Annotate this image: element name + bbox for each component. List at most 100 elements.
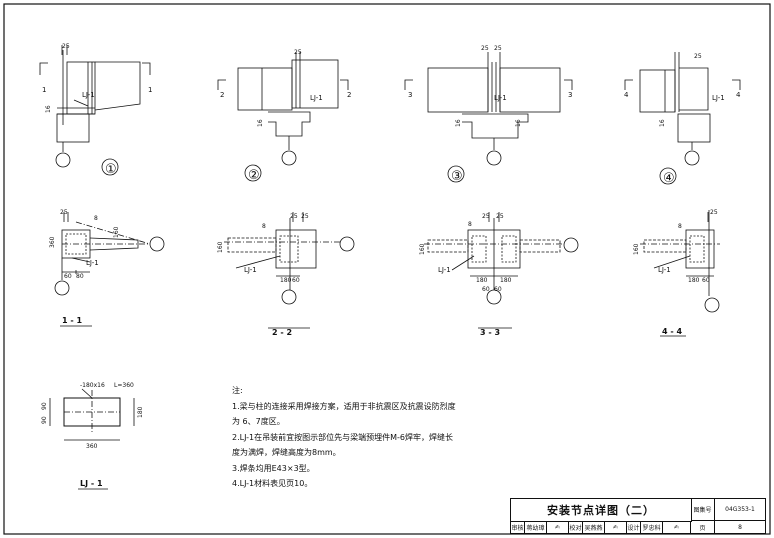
dim-text: 16	[659, 119, 666, 127]
dim-text: 80	[76, 273, 84, 280]
section-caption: 3 - 3	[480, 328, 500, 337]
dim-text: 90	[41, 402, 48, 410]
part-label: LJ-1	[86, 259, 99, 267]
weld-size: 8	[94, 215, 98, 222]
part-label: LJ-1	[82, 91, 95, 99]
dim-text: 25	[294, 49, 302, 56]
detail-number: ④	[663, 171, 675, 186]
section-4-4	[640, 210, 720, 337]
dim-text: 16	[455, 119, 462, 127]
note-line: 4.LJ-1材料表见页10。	[232, 479, 313, 488]
elevation-1	[39, 45, 151, 176]
note-line: 度为满焊，焊缝高度为8mm。	[232, 448, 341, 457]
dim-text: 90	[41, 416, 48, 424]
weld-size: 8	[678, 223, 682, 230]
dim-text: 160	[217, 241, 224, 253]
part-label: LJ-1	[310, 94, 323, 102]
plate-caption: LJ - 1	[80, 479, 103, 488]
role-label: 设计	[627, 521, 641, 533]
dim-text: 25	[60, 209, 68, 216]
section-mark: 1	[42, 86, 46, 94]
dim-text: 360	[49, 236, 56, 248]
dim-text: 16	[45, 105, 52, 113]
page-number: 8	[738, 523, 742, 531]
weld-size: 8	[468, 221, 472, 228]
dim-text: 60	[482, 286, 490, 293]
role-label: 审核	[511, 521, 525, 533]
notes-block: 注: 1.梁与柱的连接采用焊接方案，适用于非抗震区及抗震设防烈度 为 6、7度区…	[232, 383, 512, 492]
note-line: 为 6、7度区。	[232, 417, 285, 426]
atlas-number: 04G353-1	[715, 499, 765, 521]
plate-spec: -180x16	[80, 382, 105, 389]
part-label: LJ-1	[658, 266, 671, 274]
plate-length: L=360	[114, 382, 134, 389]
dim-text: 25	[290, 213, 298, 220]
plate-lj1	[49, 388, 135, 490]
signer-name: 蒋幼璋	[525, 521, 547, 533]
signature: ✍	[605, 521, 627, 533]
dim-text: 16	[515, 119, 522, 127]
role-label: 校对	[569, 521, 583, 533]
section-mark: 3	[568, 91, 572, 99]
dim-text: 180	[280, 277, 292, 284]
section-mark: 4	[624, 91, 629, 99]
note-line: 1.梁与柱的连接采用焊接方案，适用于非抗震区及抗震设防烈度	[232, 401, 456, 411]
part-label: LJ-1	[712, 94, 725, 102]
dim-text: 180	[476, 277, 488, 284]
section-mark: 2	[347, 91, 351, 99]
dim-text: 25	[62, 43, 70, 50]
dim-text: 25	[494, 45, 502, 52]
sheet-frame	[3, 3, 771, 535]
section-mark: 3	[408, 91, 412, 99]
dim-text: 60	[494, 286, 502, 293]
dim-text: 25	[496, 213, 504, 220]
dim-text: 180	[137, 406, 144, 418]
section-caption: 1 - 1	[62, 316, 82, 325]
part-label: LJ-1	[244, 266, 257, 274]
elevation-4	[624, 52, 741, 185]
section-caption: 4 - 4	[662, 327, 682, 336]
detail-number: ②	[248, 168, 260, 183]
elevation-2	[217, 52, 349, 182]
dim-text: 25	[710, 209, 718, 216]
part-label: LJ-1	[494, 94, 507, 102]
dim-text: 180	[688, 277, 700, 284]
dim-text: 60	[64, 273, 72, 280]
dim-text: 160	[419, 243, 426, 255]
section-mark: 4	[736, 91, 741, 99]
detail-number: ③	[451, 169, 463, 184]
note-line: 3.焊条均用E43×3型。	[232, 463, 315, 473]
note-line: 2.LJ-1在吊装前宜按图示部位先与梁端预埋件M-6焊牢，焊缝长	[232, 432, 454, 442]
signer-name: 罗忠科	[641, 521, 663, 533]
weld-size: 8	[262, 223, 266, 230]
page-label: 页	[691, 521, 715, 533]
dim-text: 25	[481, 45, 489, 52]
dim-text: 160	[633, 243, 640, 255]
dim-text: 25	[301, 213, 309, 220]
signer-name: 吴燕燕	[583, 521, 605, 533]
section-caption: 2 - 2	[272, 328, 292, 337]
signature: ✍	[547, 521, 569, 533]
section-mark: 1	[148, 86, 152, 94]
section-3-3	[424, 212, 579, 329]
part-label: LJ-1	[438, 266, 451, 274]
sheet-title: 安装节点详图（二）	[511, 499, 692, 522]
signature: ✍	[663, 521, 691, 533]
title-block: 安装节点详图（二） 图集号 04G353-1 审核 蒋幼璋 ✍ 校对 吴燕燕 ✍…	[510, 498, 766, 534]
section-2-2	[224, 212, 355, 329]
dim-text: 360	[86, 443, 98, 450]
dim-text: 25	[482, 213, 490, 220]
section-1-1	[54, 212, 165, 327]
section-mark: 2	[220, 91, 224, 99]
notes-heading: 注:	[232, 386, 243, 395]
atlas-label: 图集号	[691, 499, 715, 521]
dim-text: 160	[113, 226, 120, 238]
dim-text: 180	[500, 277, 512, 284]
dim-text: 60	[292, 277, 300, 284]
elevation-3	[404, 52, 573, 183]
dim-text: 16	[257, 119, 264, 127]
detail-number: ①	[105, 162, 117, 177]
dim-text: 25	[694, 53, 702, 60]
